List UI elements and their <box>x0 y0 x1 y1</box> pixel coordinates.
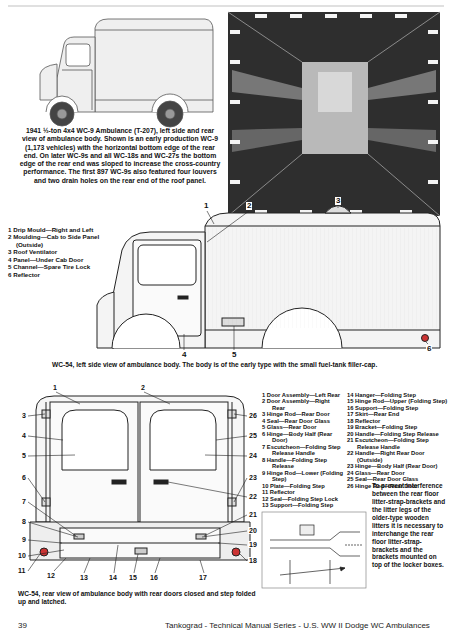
note-group: To prevent interference between the rear… <box>372 482 446 569</box>
callout-number: 18 <box>248 557 258 564</box>
legend-item: 19 Bracket—Folding Step <box>347 424 448 430</box>
callout-number: 5 <box>21 452 27 459</box>
legend-item: 14 Hanger—Folding Step <box>347 392 448 398</box>
caption-group: WC-54, rear view of ambulance body with … <box>18 590 258 606</box>
legend-item: 10 Plate—Folding Step <box>262 483 344 489</box>
parts-legend: 14 Hanger—Folding Step15 Hinge Rod—Upper… <box>347 392 448 489</box>
legend-item: 5 Channel—Spare Tire Lock <box>8 263 106 270</box>
callout-number: 16 <box>149 574 159 581</box>
legend-item: 16 Support—Folding Step <box>347 405 448 411</box>
callout-number: 21 <box>248 511 258 518</box>
caption-text: 1941 ½-ton 4x4 WC-9 Ambulance (T-207), l… <box>18 127 222 185</box>
caption-text: WC-54, rear view of ambulance body with … <box>18 590 258 606</box>
legend-item: 23 Hinge—Body Half (Rear Door) <box>347 463 448 469</box>
callout-number: 5 <box>231 351 237 359</box>
legend-item: 25 Seal—Rear Door Glass <box>347 476 448 482</box>
callout-number: 4 <box>181 351 187 359</box>
legend-item: 18 Reflector <box>347 418 448 424</box>
legend-item: 13 Support—Folding Step <box>262 502 344 508</box>
footer-title: Tankograd - Technical Manual Series - U.… <box>165 622 430 630</box>
callout-number: 13 <box>79 574 89 581</box>
legend-item: 24 Glass—Rear Door <box>347 470 448 476</box>
legend-item: 1 Door Assembly—Left Rear <box>262 392 344 398</box>
caption-group: 1941 ½-ton 4x4 WC-9 Ambulance (T-207), l… <box>18 127 222 185</box>
parts-legend: 1 Drip Mould—Right and Left2 Moulding—Ca… <box>8 226 106 278</box>
callout-number: 1 <box>52 384 58 391</box>
callout-number: 24 <box>248 452 258 459</box>
callout-number: 14 <box>108 574 118 581</box>
callout-number: 11 <box>17 567 26 574</box>
callout-number: 2 <box>140 384 146 391</box>
callout-number: 4 <box>21 432 27 439</box>
legend-item: 7 Escutcheon—Folding Step Release Handle <box>262 444 344 457</box>
callout-number: 22 <box>248 493 258 500</box>
note-text: To prevent interference between the rear… <box>372 482 446 569</box>
callout-number: 3 <box>21 412 27 419</box>
legend-item: 3 Hinge Rod—Rear Door <box>262 411 344 417</box>
legend-item: 11 Reflector <box>262 489 344 495</box>
legend-item: 6 Hinge—Body Half (Rear Door) <box>262 431 344 444</box>
callout-number: 15 <box>128 574 138 581</box>
callout-number: 1 <box>203 202 209 210</box>
legend-item: 2 Door Assembly—Right Rear <box>262 398 344 411</box>
legend-item: 4 Seal—Rear Door Glass <box>262 418 344 424</box>
legend-item: 12 Seal—Folding Step Lock <box>262 496 344 502</box>
legend-item: 1 Drip Mould—Right and Left <box>8 226 106 233</box>
callout-number: 20 <box>248 527 258 534</box>
callout-number: 3 <box>335 197 341 205</box>
callout-number: 2 <box>246 202 252 210</box>
callout-number: 19 <box>248 541 258 548</box>
legend-item: 3 Roof Ventilator <box>8 248 106 255</box>
legend-item: 2 Moulding—Cab to Side Panel (Outside) <box>8 233 106 248</box>
page-number: 39 <box>18 622 27 630</box>
callout-number: 23 <box>248 474 258 481</box>
callout-number: 6 <box>21 474 27 481</box>
legend-item: 5 Glass—Rear Door <box>262 424 344 430</box>
callout-number: 17 <box>198 574 208 581</box>
legend-item: 4 Panel—Under Cab Door <box>8 256 106 263</box>
callout-number: 9 <box>21 536 27 543</box>
parts-legend: 1 Door Assembly—Left Rear2 Door Assembly… <box>262 392 344 509</box>
callout-number: 6 <box>426 345 432 353</box>
callout-number: 25 <box>248 432 258 439</box>
callout-number: 12 <box>46 572 56 579</box>
legend-item: 17 Skirt—Rear End <box>347 411 448 417</box>
legend-item: 9 Hinge Rod—Lower (Folding Step) <box>262 470 344 483</box>
legend-item: 6 Reflector <box>8 271 106 278</box>
callout-number: 26 <box>248 412 258 419</box>
legend-item: 15 Hinge Rod—Upper (Folding Step) <box>347 398 448 404</box>
legend-item: 22 Handle—Right Rear Door (Outside) <box>347 450 448 463</box>
legend-item: 8 Handle—Folding Step Release <box>262 457 344 470</box>
legend-item: 20 Handle—Folding Step Release <box>347 431 448 437</box>
caption-group: WC-54, left side view of ambulance body.… <box>52 361 448 369</box>
callout-number: 10 <box>17 552 27 559</box>
legend-item: 21 Escutcheon—Folding Step Release Handl… <box>347 437 448 450</box>
callout-number: 8 <box>21 518 27 525</box>
callout-number: 7 <box>21 498 27 505</box>
caption-text: WC-54, left side view of ambulance body.… <box>52 361 448 369</box>
